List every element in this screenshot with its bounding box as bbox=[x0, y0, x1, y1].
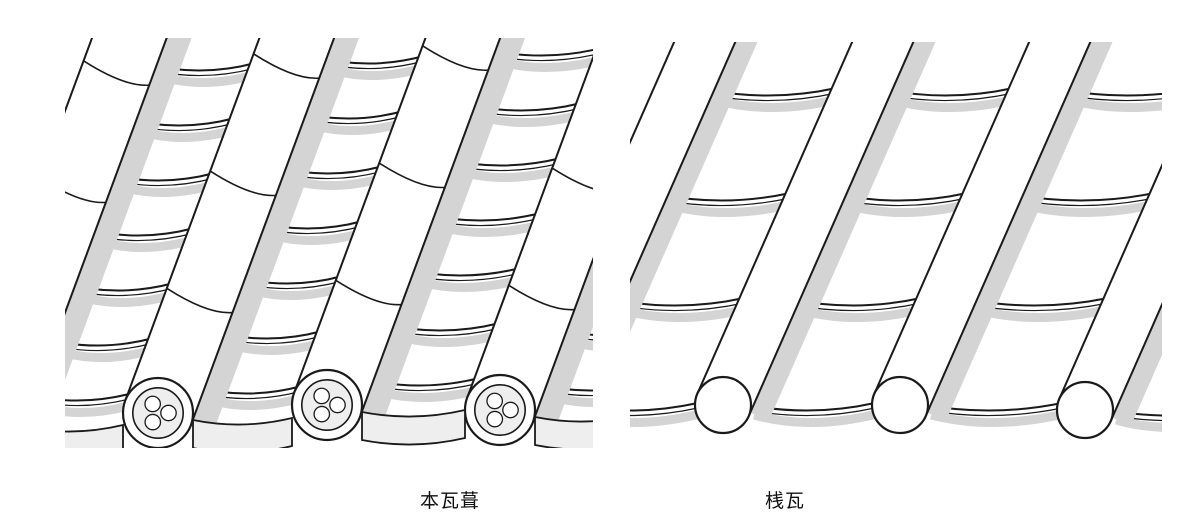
round-tile-joint bbox=[166, 287, 233, 314]
hongawara-roof-drawing bbox=[0, 1, 832, 455]
round-tile-joint bbox=[422, 45, 489, 72]
caption-sangawara: 桟瓦 bbox=[765, 490, 806, 512]
sangawara-roof-drawing bbox=[630, 42, 1162, 440]
round-tile-edge bbox=[873, 42, 1031, 395]
round-tile-edge bbox=[630, 42, 676, 145]
round-tile-shadow bbox=[187, 38, 359, 431]
round-tile-joint bbox=[596, 51, 662, 75]
crest-comma bbox=[329, 396, 346, 414]
flat-tile-edge bbox=[65, 342, 154, 352]
round-tile-edge bbox=[65, 38, 94, 114]
round-tile-end bbox=[1055, 380, 1115, 440]
mitsudomoe-crest bbox=[0, 395, 13, 445]
round-tile-joint bbox=[0, 295, 62, 319]
flat-tile-edge bbox=[630, 407, 698, 417]
round-tile-body bbox=[874, 42, 1091, 417]
round-tile-joint bbox=[65, 191, 106, 204]
round-tile-edge bbox=[189, 38, 336, 426]
round-tile-joint bbox=[551, 167, 593, 190]
flat-tile-edge bbox=[171, 8, 275, 16]
flat-tile-edge bbox=[341, 6, 444, 14]
round-tile-shadow bbox=[925, 42, 1113, 421]
karakusa-eave-tile bbox=[361, 408, 466, 446]
caption-hongawara: 本瓦葺 bbox=[420, 490, 481, 512]
flat-tile-edge bbox=[65, 337, 154, 347]
flat-tile-edge bbox=[171, 13, 275, 21]
round-tile-body bbox=[1059, 165, 1162, 422]
tile-shadow bbox=[1022, 198, 1162, 217]
round-tile-joint bbox=[83, 60, 150, 87]
karakusa-eave-tile bbox=[192, 416, 293, 448]
tile-shadow bbox=[752, 408, 882, 427]
round-tile-edge bbox=[630, 42, 737, 284]
tile-shadow bbox=[177, 18, 281, 28]
round-tile-joint bbox=[335, 279, 402, 306]
round-tile-body bbox=[697, 42, 914, 417]
round-tile-end bbox=[870, 375, 930, 435]
flat-tile-edge bbox=[1156, 304, 1162, 307]
tile-shadow bbox=[1161, 316, 1162, 320]
flat-tile-edge bbox=[341, 1, 444, 9]
round-tile-shadow bbox=[748, 42, 936, 421]
round-tile-edge bbox=[65, 38, 168, 316]
crest-comma bbox=[0, 412, 6, 427]
round-tile-edge bbox=[1109, 302, 1162, 422]
crest-comma bbox=[486, 410, 504, 428]
round-tile-shadow bbox=[356, 38, 526, 423]
tile-shadow bbox=[347, 11, 450, 21]
crest-comma bbox=[144, 395, 162, 413]
crest-comma bbox=[657, 393, 672, 408]
tile-shadow bbox=[976, 303, 1116, 322]
flat-tile-edge bbox=[630, 402, 699, 412]
round-tile-joint bbox=[209, 170, 276, 197]
flat-tile-edge bbox=[65, 392, 134, 402]
round-tile-body bbox=[125, 38, 335, 426]
crest-comma bbox=[313, 405, 331, 423]
round-tile-end bbox=[693, 375, 753, 435]
round-tile-shadow bbox=[65, 38, 192, 381]
tile-shadow bbox=[930, 408, 1070, 427]
karakusa-eave-tile bbox=[65, 423, 124, 448]
round-tile-joint bbox=[722, 168, 788, 192]
crest-comma bbox=[313, 387, 331, 405]
round-tile-edge bbox=[747, 42, 915, 417]
round-tile-shadow bbox=[1110, 299, 1162, 426]
round-tile-shadow bbox=[630, 42, 758, 332]
round-tile-edge bbox=[293, 38, 427, 394]
round-tile-edge bbox=[466, 54, 593, 399]
round-tile-joint bbox=[378, 162, 445, 189]
karakusa-eave-tile bbox=[534, 415, 593, 448]
crest-comma bbox=[486, 392, 504, 410]
round-tile-edge bbox=[124, 38, 261, 402]
round-tile-body bbox=[294, 38, 501, 418]
crest-comma bbox=[144, 413, 162, 431]
round-tile-joint bbox=[766, 51, 832, 75]
round-tile-edge bbox=[924, 42, 1092, 417]
round-tile-edge bbox=[358, 38, 502, 418]
round-tile-shadow bbox=[529, 246, 593, 428]
flat-tile-edge bbox=[1156, 309, 1162, 312]
round-tile-edge bbox=[696, 42, 854, 395]
round-tile-edge bbox=[531, 256, 593, 423]
round-tile-joint bbox=[253, 53, 320, 80]
round-tile-end bbox=[0, 385, 23, 455]
crest-comma bbox=[502, 401, 519, 419]
round-tile-body bbox=[467, 57, 593, 423]
round-tile-edge bbox=[1058, 162, 1162, 400]
round-tile-joint bbox=[508, 284, 575, 311]
crest-comma bbox=[160, 404, 177, 422]
tile-shadow bbox=[1068, 95, 1162, 112]
flat-tile-edge bbox=[65, 397, 134, 407]
tile-shadow bbox=[630, 408, 705, 427]
